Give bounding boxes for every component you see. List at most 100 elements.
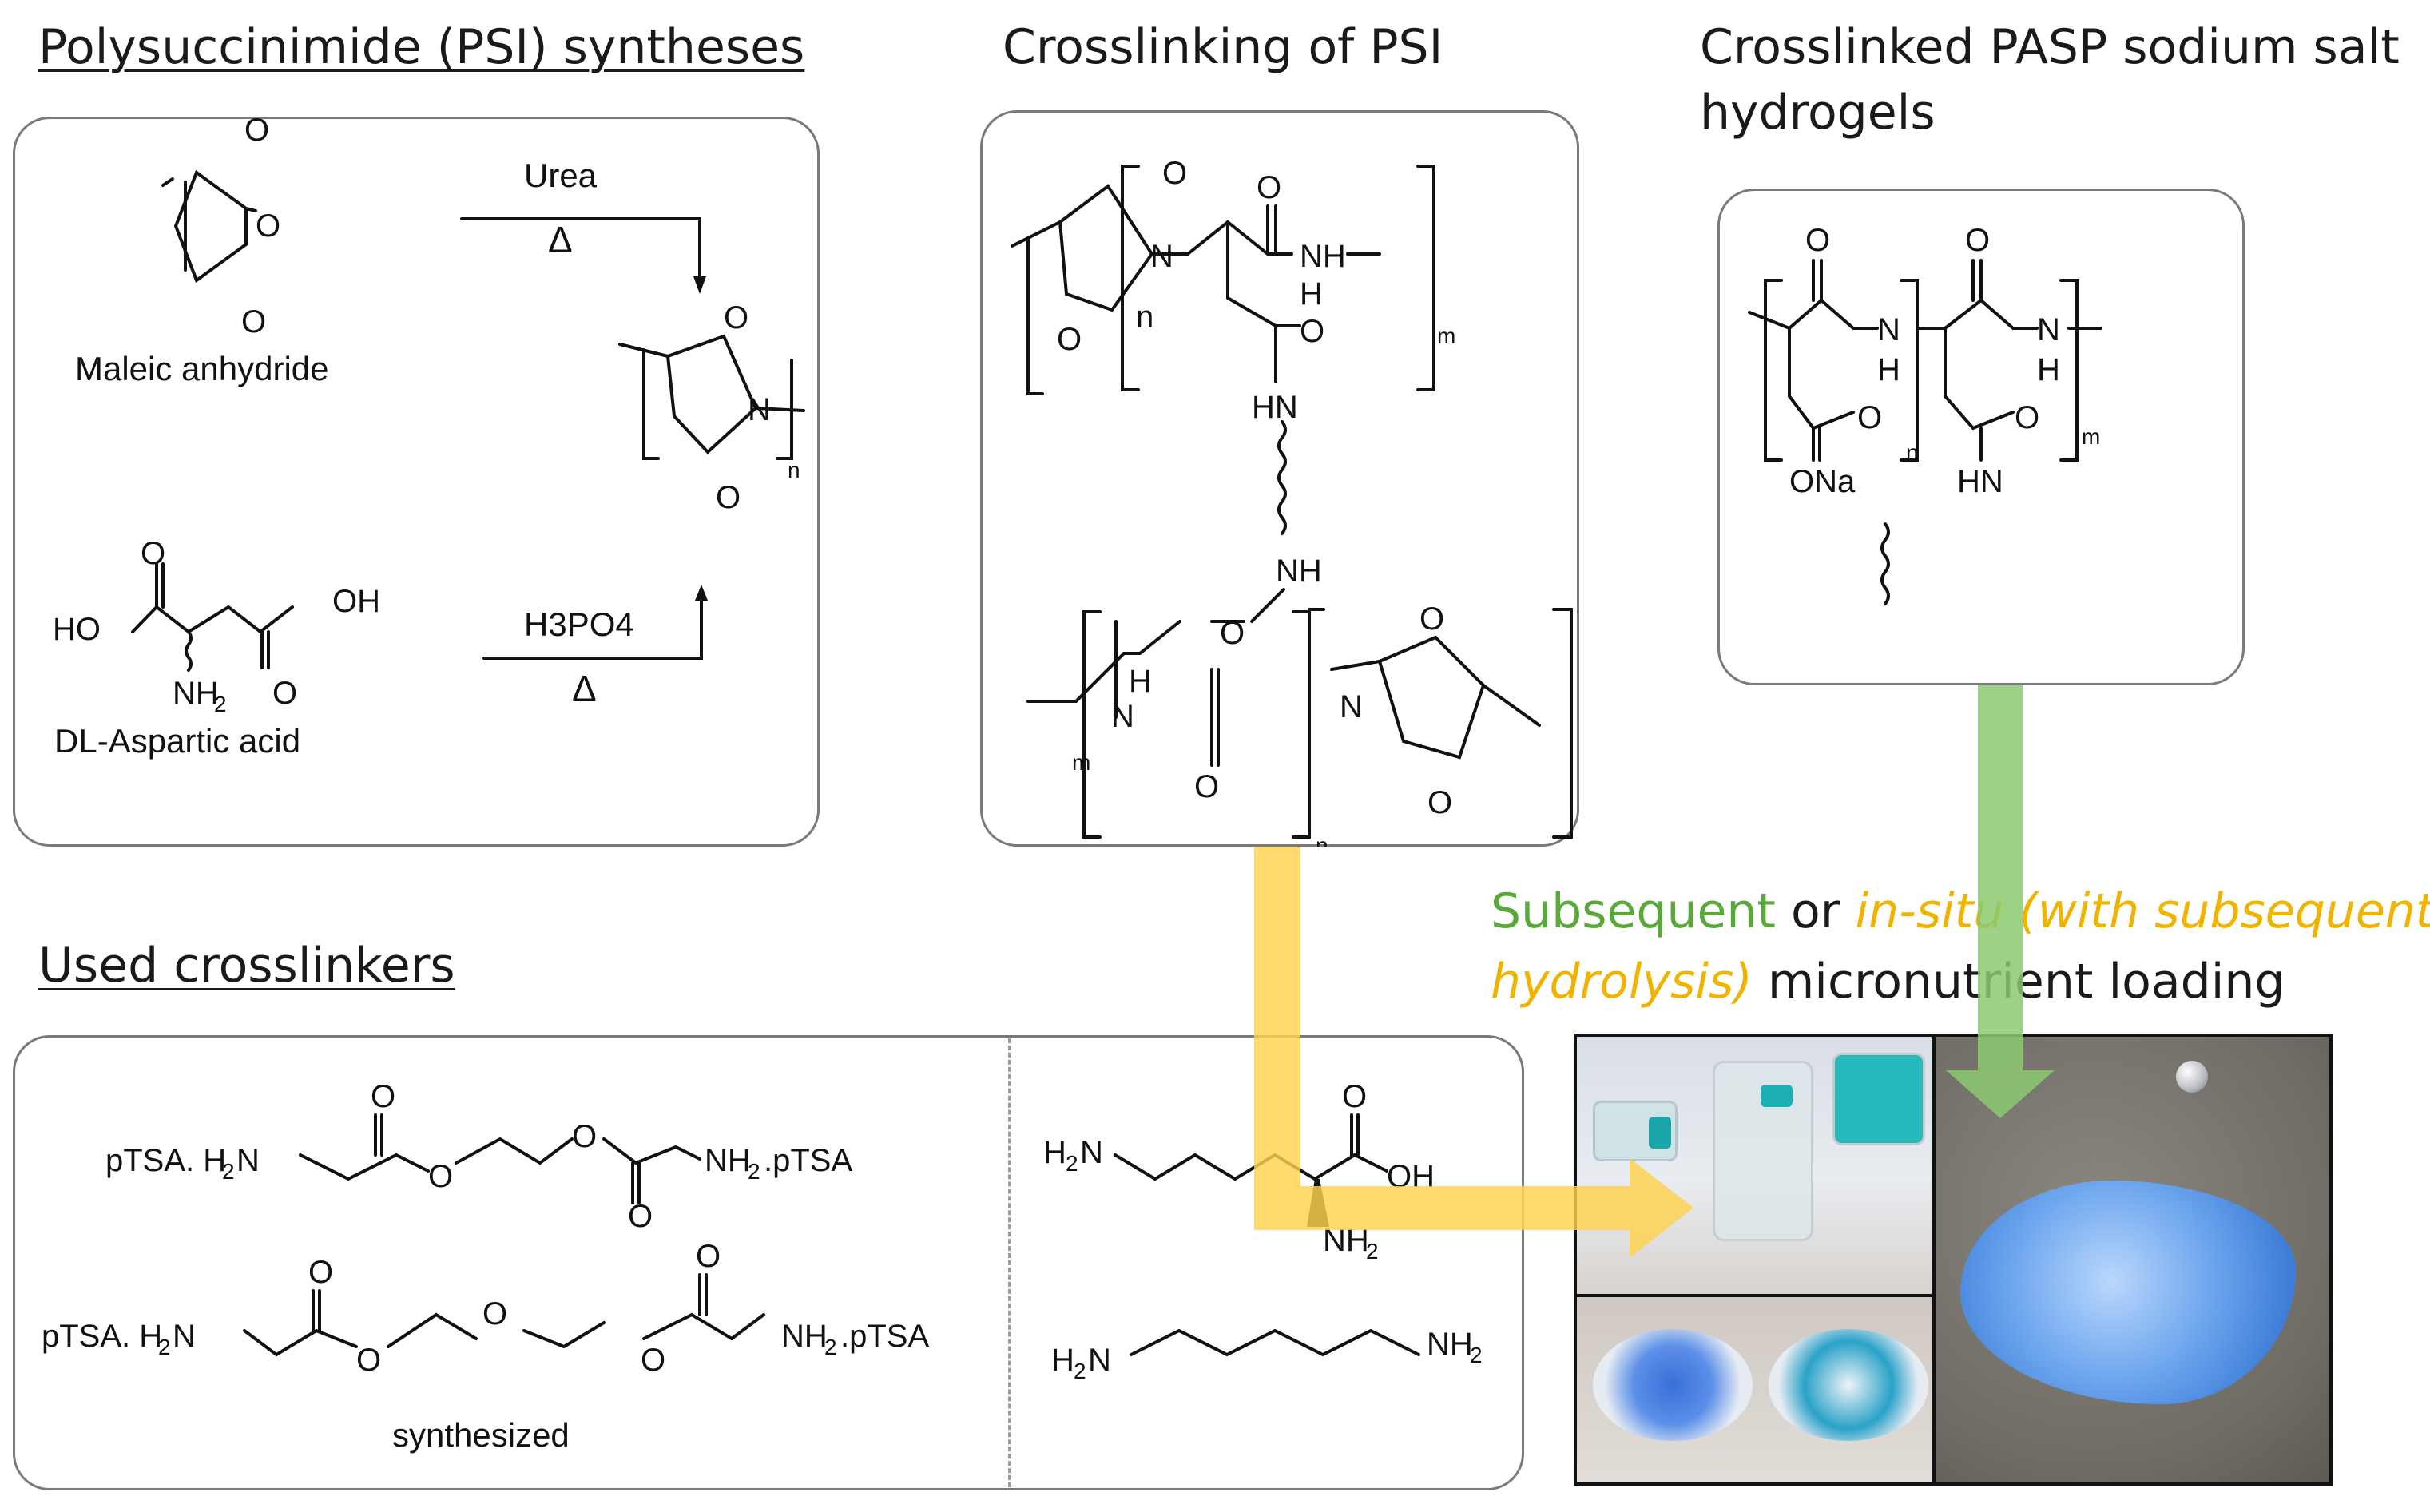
svg-text:m: m bbox=[1437, 323, 1455, 348]
svg-text:N: N bbox=[1150, 239, 1173, 274]
svg-text:O: O bbox=[1427, 785, 1452, 820]
svg-text:N: N bbox=[2037, 312, 2060, 347]
svg-text:NH: NH bbox=[781, 1319, 828, 1354]
svg-text:N: N bbox=[1877, 312, 1900, 347]
heat-symbol-top: Δ bbox=[548, 219, 573, 260]
svg-text:H: H bbox=[1129, 664, 1152, 699]
svg-text:NH: NH bbox=[1300, 239, 1346, 274]
svg-text:O: O bbox=[1300, 314, 1324, 349]
heat-symbol-bottom: Δ bbox=[572, 668, 597, 709]
svg-text:2: 2 bbox=[1074, 1359, 1086, 1383]
dish-left bbox=[1593, 1329, 1753, 1441]
svg-text:O: O bbox=[1220, 616, 1245, 651]
svg-text:N: N bbox=[1080, 1135, 1103, 1170]
svg-text:n: n bbox=[1316, 833, 1328, 847]
h3po4-arrow bbox=[482, 599, 703, 660]
svg-text:O: O bbox=[1419, 601, 1444, 637]
crosslinker-structures: pTSA. H 2 N O O O O NH 2 .pTSA pTSA. H 2… bbox=[42, 1079, 1483, 1454]
pasp-heading-line1: Crosslinked PASP sodium salt bbox=[1700, 19, 2400, 75]
photo-vials bbox=[1574, 1034, 1935, 1297]
svg-text:H: H bbox=[1043, 1135, 1066, 1170]
psi-synthesis-panel bbox=[13, 117, 820, 847]
svg-text:NH: NH bbox=[173, 676, 219, 711]
svg-text:OH: OH bbox=[1387, 1159, 1435, 1194]
photo-dried-gels bbox=[1574, 1294, 1935, 1486]
svg-text:pTSA. H: pTSA. H bbox=[105, 1143, 226, 1178]
svg-text:n: n bbox=[788, 458, 800, 482]
svg-text:O: O bbox=[1162, 156, 1187, 191]
svg-text:O: O bbox=[308, 1255, 333, 1290]
svg-text:2: 2 bbox=[1470, 1343, 1483, 1367]
svg-text:O: O bbox=[241, 304, 266, 339]
svg-text:NH: NH bbox=[1276, 554, 1322, 589]
svg-text:OH: OH bbox=[332, 584, 380, 619]
svg-text:O: O bbox=[482, 1296, 507, 1331]
psi-syntheses-heading: Polysuccinimide (PSI) syntheses bbox=[38, 19, 805, 75]
svg-text:O: O bbox=[1857, 400, 1882, 435]
maleic-anhydride-structure bbox=[161, 169, 257, 284]
svg-text:O: O bbox=[256, 208, 280, 244]
psi-synthesis-structures: O O O O N O n O OH HO NH 2 O Urea Δ H3PO… bbox=[53, 117, 805, 760]
svg-text:N: N bbox=[173, 1319, 196, 1354]
urea-arrow bbox=[460, 217, 701, 278]
blue-hydrogel-blob bbox=[1960, 1181, 2296, 1404]
h3po4-arrow-head bbox=[695, 585, 708, 601]
dish-right bbox=[1769, 1329, 1928, 1441]
svg-text:pTSA. H: pTSA. H bbox=[42, 1319, 162, 1354]
svg-text:2: 2 bbox=[222, 1159, 235, 1184]
insitu-text-line2: hydrolysis) bbox=[1491, 954, 1753, 1010]
svg-text:O: O bbox=[1194, 769, 1219, 804]
loading-caption-line1: Subsequent or in-situ (with subsequent bbox=[1491, 880, 2430, 943]
crosslinkers-heading: Used crosslinkers bbox=[38, 938, 455, 994]
vial-center-gel bbox=[1761, 1085, 1793, 1107]
svg-text:O: O bbox=[2015, 400, 2039, 435]
svg-text:O: O bbox=[641, 1343, 665, 1378]
crosslinked-psi-structure: O N n O O NH H O m HN NH O H N O m n N O… bbox=[1011, 156, 1573, 847]
svg-text:O: O bbox=[716, 480, 741, 515]
svg-text:2: 2 bbox=[214, 692, 227, 716]
maleic-anhydride-label: Maleic anhydride bbox=[75, 350, 329, 387]
svg-text:O: O bbox=[272, 676, 297, 711]
lysine-stereo-wedge bbox=[1307, 1179, 1329, 1227]
svg-text:2: 2 bbox=[824, 1335, 837, 1359]
svg-text:H: H bbox=[1877, 352, 1900, 387]
svg-text:O: O bbox=[1342, 1079, 1367, 1114]
svg-text:HN: HN bbox=[1252, 390, 1298, 425]
svg-text:O: O bbox=[356, 1343, 381, 1378]
aspartic-acid-structure bbox=[131, 562, 294, 672]
svg-text:m: m bbox=[1072, 750, 1090, 775]
svg-text:O: O bbox=[724, 300, 748, 335]
svg-text:N: N bbox=[1088, 1343, 1111, 1378]
vial-teal-small bbox=[1649, 1117, 1671, 1149]
svg-text:n: n bbox=[1136, 300, 1153, 335]
or-text: or bbox=[1775, 883, 1856, 939]
svg-text:NH: NH bbox=[1323, 1223, 1369, 1258]
svg-text:O: O bbox=[1965, 223, 1990, 258]
svg-text:2: 2 bbox=[158, 1335, 171, 1359]
crosslinking-heading: Crosslinking of PSI bbox=[1003, 19, 1443, 75]
svg-text:2: 2 bbox=[748, 1159, 760, 1184]
svg-text:n: n bbox=[1906, 440, 1919, 465]
svg-text:H: H bbox=[2037, 352, 2060, 387]
insitu-text-line1: in-situ (with subsequent bbox=[1855, 883, 2430, 939]
svg-text:N: N bbox=[236, 1143, 260, 1178]
h3po4-label: H3PO4 bbox=[524, 605, 634, 643]
svg-text:O: O bbox=[1257, 170, 1281, 205]
vial-right bbox=[1832, 1053, 1925, 1145]
svg-text:N: N bbox=[748, 392, 771, 427]
micronutrient-text: micronutrient loading bbox=[1752, 954, 2285, 1010]
subsequent-text: Subsequent bbox=[1491, 883, 1776, 939]
svg-text:O: O bbox=[1805, 223, 1830, 258]
svg-text:O: O bbox=[1057, 322, 1082, 357]
svg-text:O: O bbox=[141, 536, 165, 571]
svg-text:O: O bbox=[628, 1199, 653, 1234]
svg-text:ONa: ONa bbox=[1789, 464, 1856, 499]
svg-text:2: 2 bbox=[1066, 1151, 1078, 1176]
pasp-sodium-salt-structure: O N H O ONa n O N H O HN m bbox=[1748, 223, 2102, 605]
svg-text:NH: NH bbox=[705, 1143, 751, 1178]
loading-caption-line2: hydrolysis) micronutrient loading bbox=[1491, 950, 2285, 1013]
svg-text:2: 2 bbox=[1366, 1239, 1379, 1264]
pasp-heading-line2: hydrogels bbox=[1700, 85, 1936, 141]
svg-text:.pTSA: .pTSA bbox=[764, 1143, 852, 1178]
svg-text:H: H bbox=[1051, 1343, 1074, 1378]
